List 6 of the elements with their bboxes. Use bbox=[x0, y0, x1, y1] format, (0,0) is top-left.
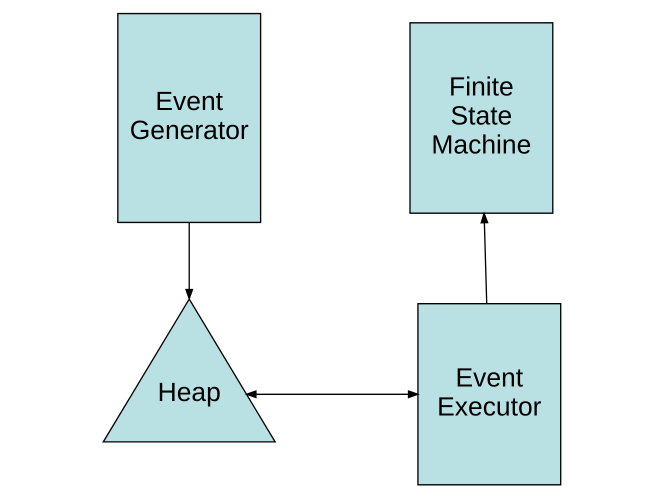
node-box: Finite State Machine bbox=[409, 22, 554, 214]
arrow bbox=[480, 211, 489, 304]
node-box: Event Generator bbox=[117, 12, 262, 224]
arrow bbox=[185, 222, 194, 301]
arrow bbox=[244, 390, 420, 398]
node-box: Event Executor bbox=[417, 303, 562, 486]
